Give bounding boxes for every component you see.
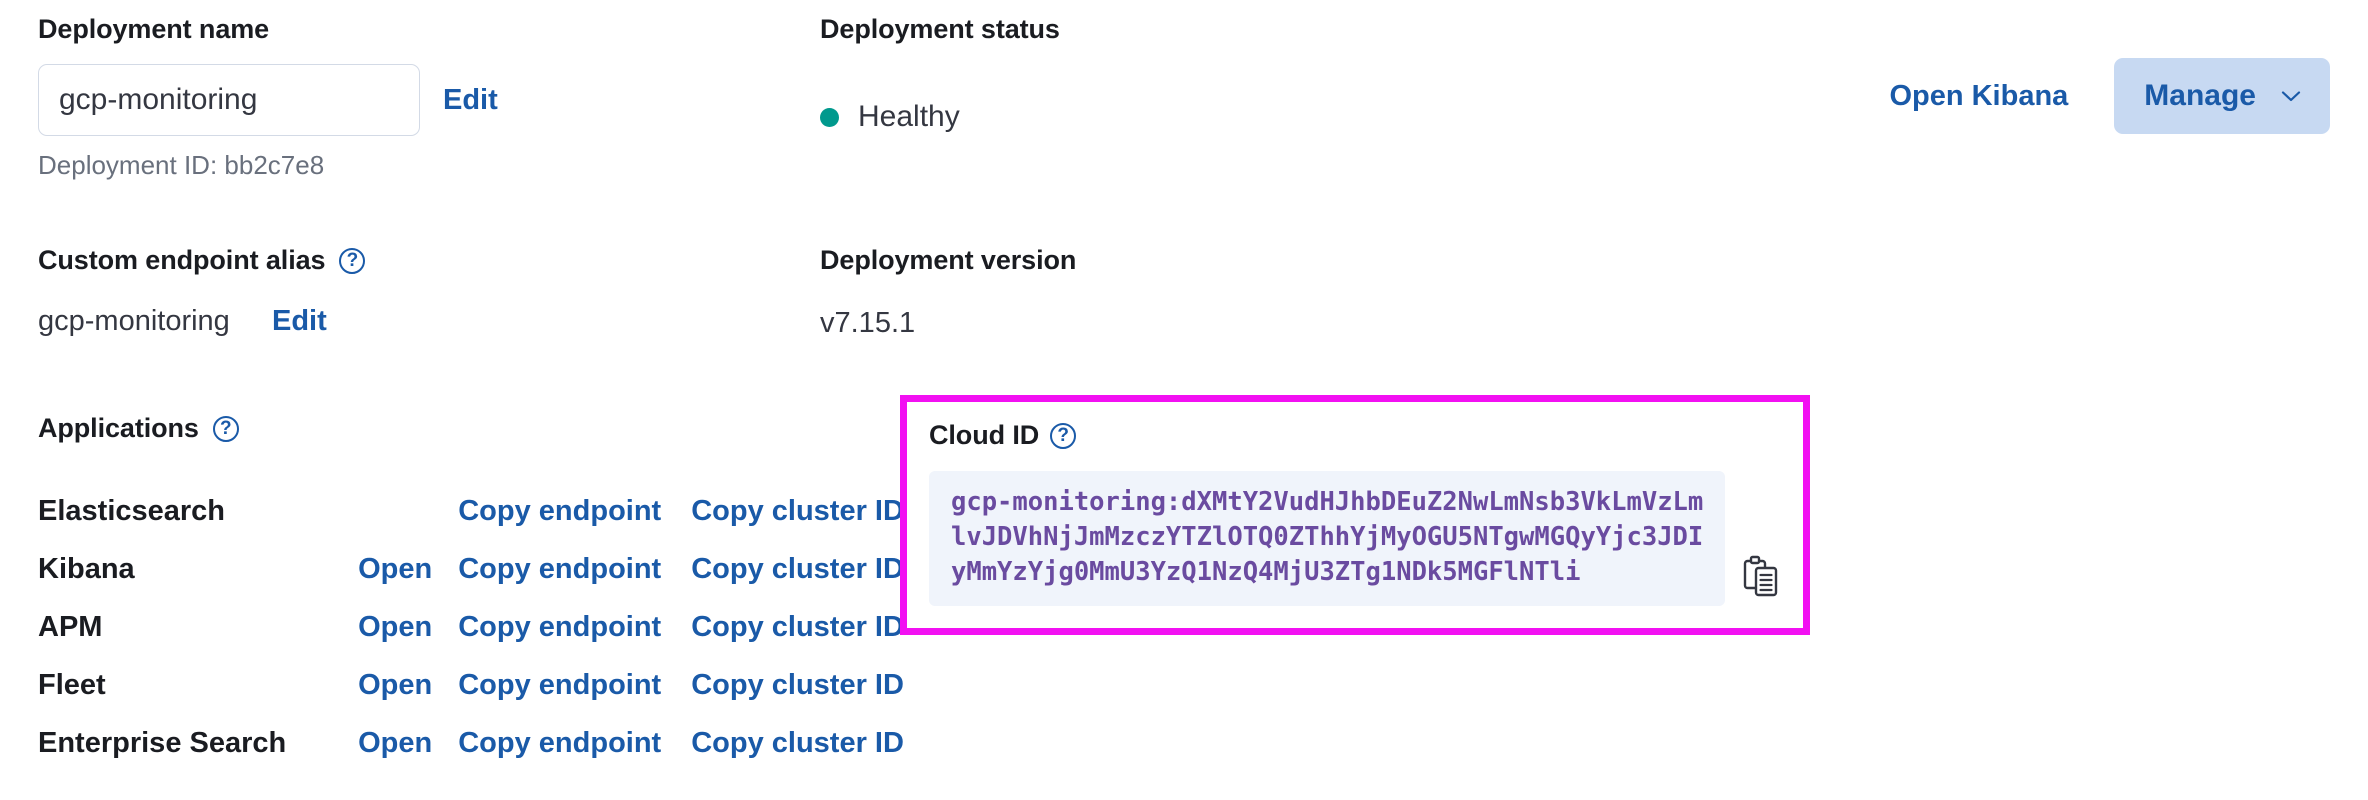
copy-endpoint-link[interactable]: Copy endpoint — [458, 494, 662, 527]
manage-button[interactable]: Manage — [2114, 58, 2330, 134]
help-icon[interactable]: ? — [212, 415, 239, 442]
deployment-status-section: Deployment status Healthy — [820, 14, 1060, 134]
custom-endpoint-alias-label-row: Custom endpoint alias ? — [38, 245, 366, 276]
copy-endpoint-link[interactable]: Copy endpoint — [458, 610, 662, 643]
deployment-name-input[interactable] — [38, 64, 420, 136]
cloud-id-label-row: Cloud ID ? — [929, 420, 1781, 451]
application-name: APM — [38, 610, 103, 643]
application-name: Elasticsearch — [38, 494, 226, 527]
application-name: Fleet — [38, 668, 106, 701]
application-copy-cluster-id-cell: Copy cluster ID — [691, 714, 904, 772]
custom-endpoint-alias-value: gcp-monitoring — [38, 305, 230, 337]
application-copy-endpoint-cell: Copy endpoint — [458, 540, 691, 598]
applications-label: Applications — [38, 413, 199, 443]
application-copy-cluster-id-cell: Copy cluster ID — [691, 598, 904, 656]
status-text: Healthy — [858, 100, 960, 133]
clipboard-icon — [1743, 555, 1779, 597]
help-icon[interactable]: ? — [339, 247, 366, 274]
application-open-cell: Open — [312, 598, 458, 656]
table-row: Enterprise Search Open Copy endpoint Copy c… — [38, 714, 904, 772]
deployment-version-section: Deployment version v7.15.1 — [820, 245, 1076, 340]
application-open-cell: Open — [312, 656, 458, 714]
help-icon[interactable]: ? — [1050, 422, 1077, 449]
cloud-id-label: Cloud ID — [929, 420, 1040, 450]
deployment-id-text: Deployment ID: bb2c7e8 — [38, 150, 325, 180]
deployment-version-label: Deployment version — [820, 245, 1077, 275]
open-link[interactable]: Open — [358, 726, 433, 759]
deployment-name-row: Edit — [38, 64, 498, 136]
application-copy-endpoint-cell: Copy endpoint — [458, 656, 691, 714]
status-dot-icon — [820, 107, 839, 127]
application-copy-endpoint-cell: Copy endpoint — [458, 482, 691, 540]
application-copy-cluster-id-cell: Copy cluster ID — [691, 540, 904, 598]
header-actions: Open Kibana Manage — [1889, 58, 2330, 134]
copy-endpoint-link[interactable]: Copy endpoint — [458, 552, 662, 585]
open-link[interactable]: Open — [358, 610, 433, 643]
application-copy-endpoint-cell: Copy endpoint — [458, 598, 691, 656]
copy-cloud-id-button[interactable] — [1741, 554, 1781, 598]
custom-endpoint-alias-row: gcp-monitoring Edit — [38, 305, 365, 338]
application-copy-cluster-id-cell: Copy cluster ID — [691, 656, 904, 714]
application-copy-endpoint-cell: Copy endpoint — [458, 714, 691, 772]
deployment-name-section: Deployment name Edit Deployment ID: bb2c… — [38, 14, 498, 181]
custom-endpoint-alias-section: Custom endpoint alias ? gcp-monitoring E… — [38, 245, 366, 338]
deployment-name-label: Deployment name — [38, 14, 270, 44]
applications-label-row: Applications ? — [38, 413, 904, 444]
chevron-down-icon — [2278, 83, 2304, 109]
open-link[interactable]: Open — [358, 552, 433, 585]
deployment-status-label: Deployment status — [820, 14, 1060, 44]
cloud-id-body: gcp-monitoring:dXMtY2VudHJhbDEuZ2NwLmNsb… — [929, 471, 1781, 606]
copy-cluster-id-link[interactable]: Copy cluster ID — [691, 552, 904, 585]
table-row: APM Open Copy endpoint Copy cluster ID — [38, 598, 904, 656]
custom-endpoint-alias-edit-link[interactable]: Edit — [272, 305, 327, 337]
application-name: Enterprise Search — [38, 726, 287, 759]
table-row: Fleet Open Copy endpoint Copy cluster ID — [38, 656, 904, 714]
cloud-id-panel: Cloud ID ? gcp-monitoring:dXMtY2VudHJhbD… — [900, 395, 1810, 635]
status-badge: Healthy — [820, 100, 1060, 134]
table-row: Kibana Open Copy endpoint Copy cluster ID — [38, 540, 904, 598]
copy-cluster-id-link[interactable]: Copy cluster ID — [691, 726, 904, 759]
application-open-cell — [312, 482, 458, 540]
copy-endpoint-link[interactable]: Copy endpoint — [458, 668, 662, 701]
copy-cluster-id-link[interactable]: Copy cluster ID — [691, 610, 904, 643]
application-open-cell: Open — [312, 714, 458, 772]
deployment-version-value: v7.15.1 — [820, 307, 916, 339]
application-copy-cluster-id-cell: Copy cluster ID — [691, 482, 904, 540]
open-link[interactable]: Open — [358, 668, 433, 701]
copy-cluster-id-link[interactable]: Copy cluster ID — [691, 494, 904, 527]
cloud-id-value[interactable]: gcp-monitoring:dXMtY2VudHJhbDEuZ2NwLmNsb… — [929, 471, 1725, 606]
deployment-name-edit-link[interactable]: Edit — [443, 83, 498, 116]
application-name: Kibana — [38, 552, 135, 585]
copy-cluster-id-link[interactable]: Copy cluster ID — [691, 668, 904, 701]
custom-endpoint-alias-label: Custom endpoint alias — [38, 245, 326, 275]
application-open-cell: Open — [312, 540, 458, 598]
table-row: Elasticsearch Copy endpoint Copy cluster I… — [38, 482, 904, 540]
copy-endpoint-link[interactable]: Copy endpoint — [458, 726, 662, 759]
manage-button-label: Manage — [2144, 79, 2256, 112]
open-kibana-link[interactable]: Open Kibana — [1889, 79, 2069, 112]
